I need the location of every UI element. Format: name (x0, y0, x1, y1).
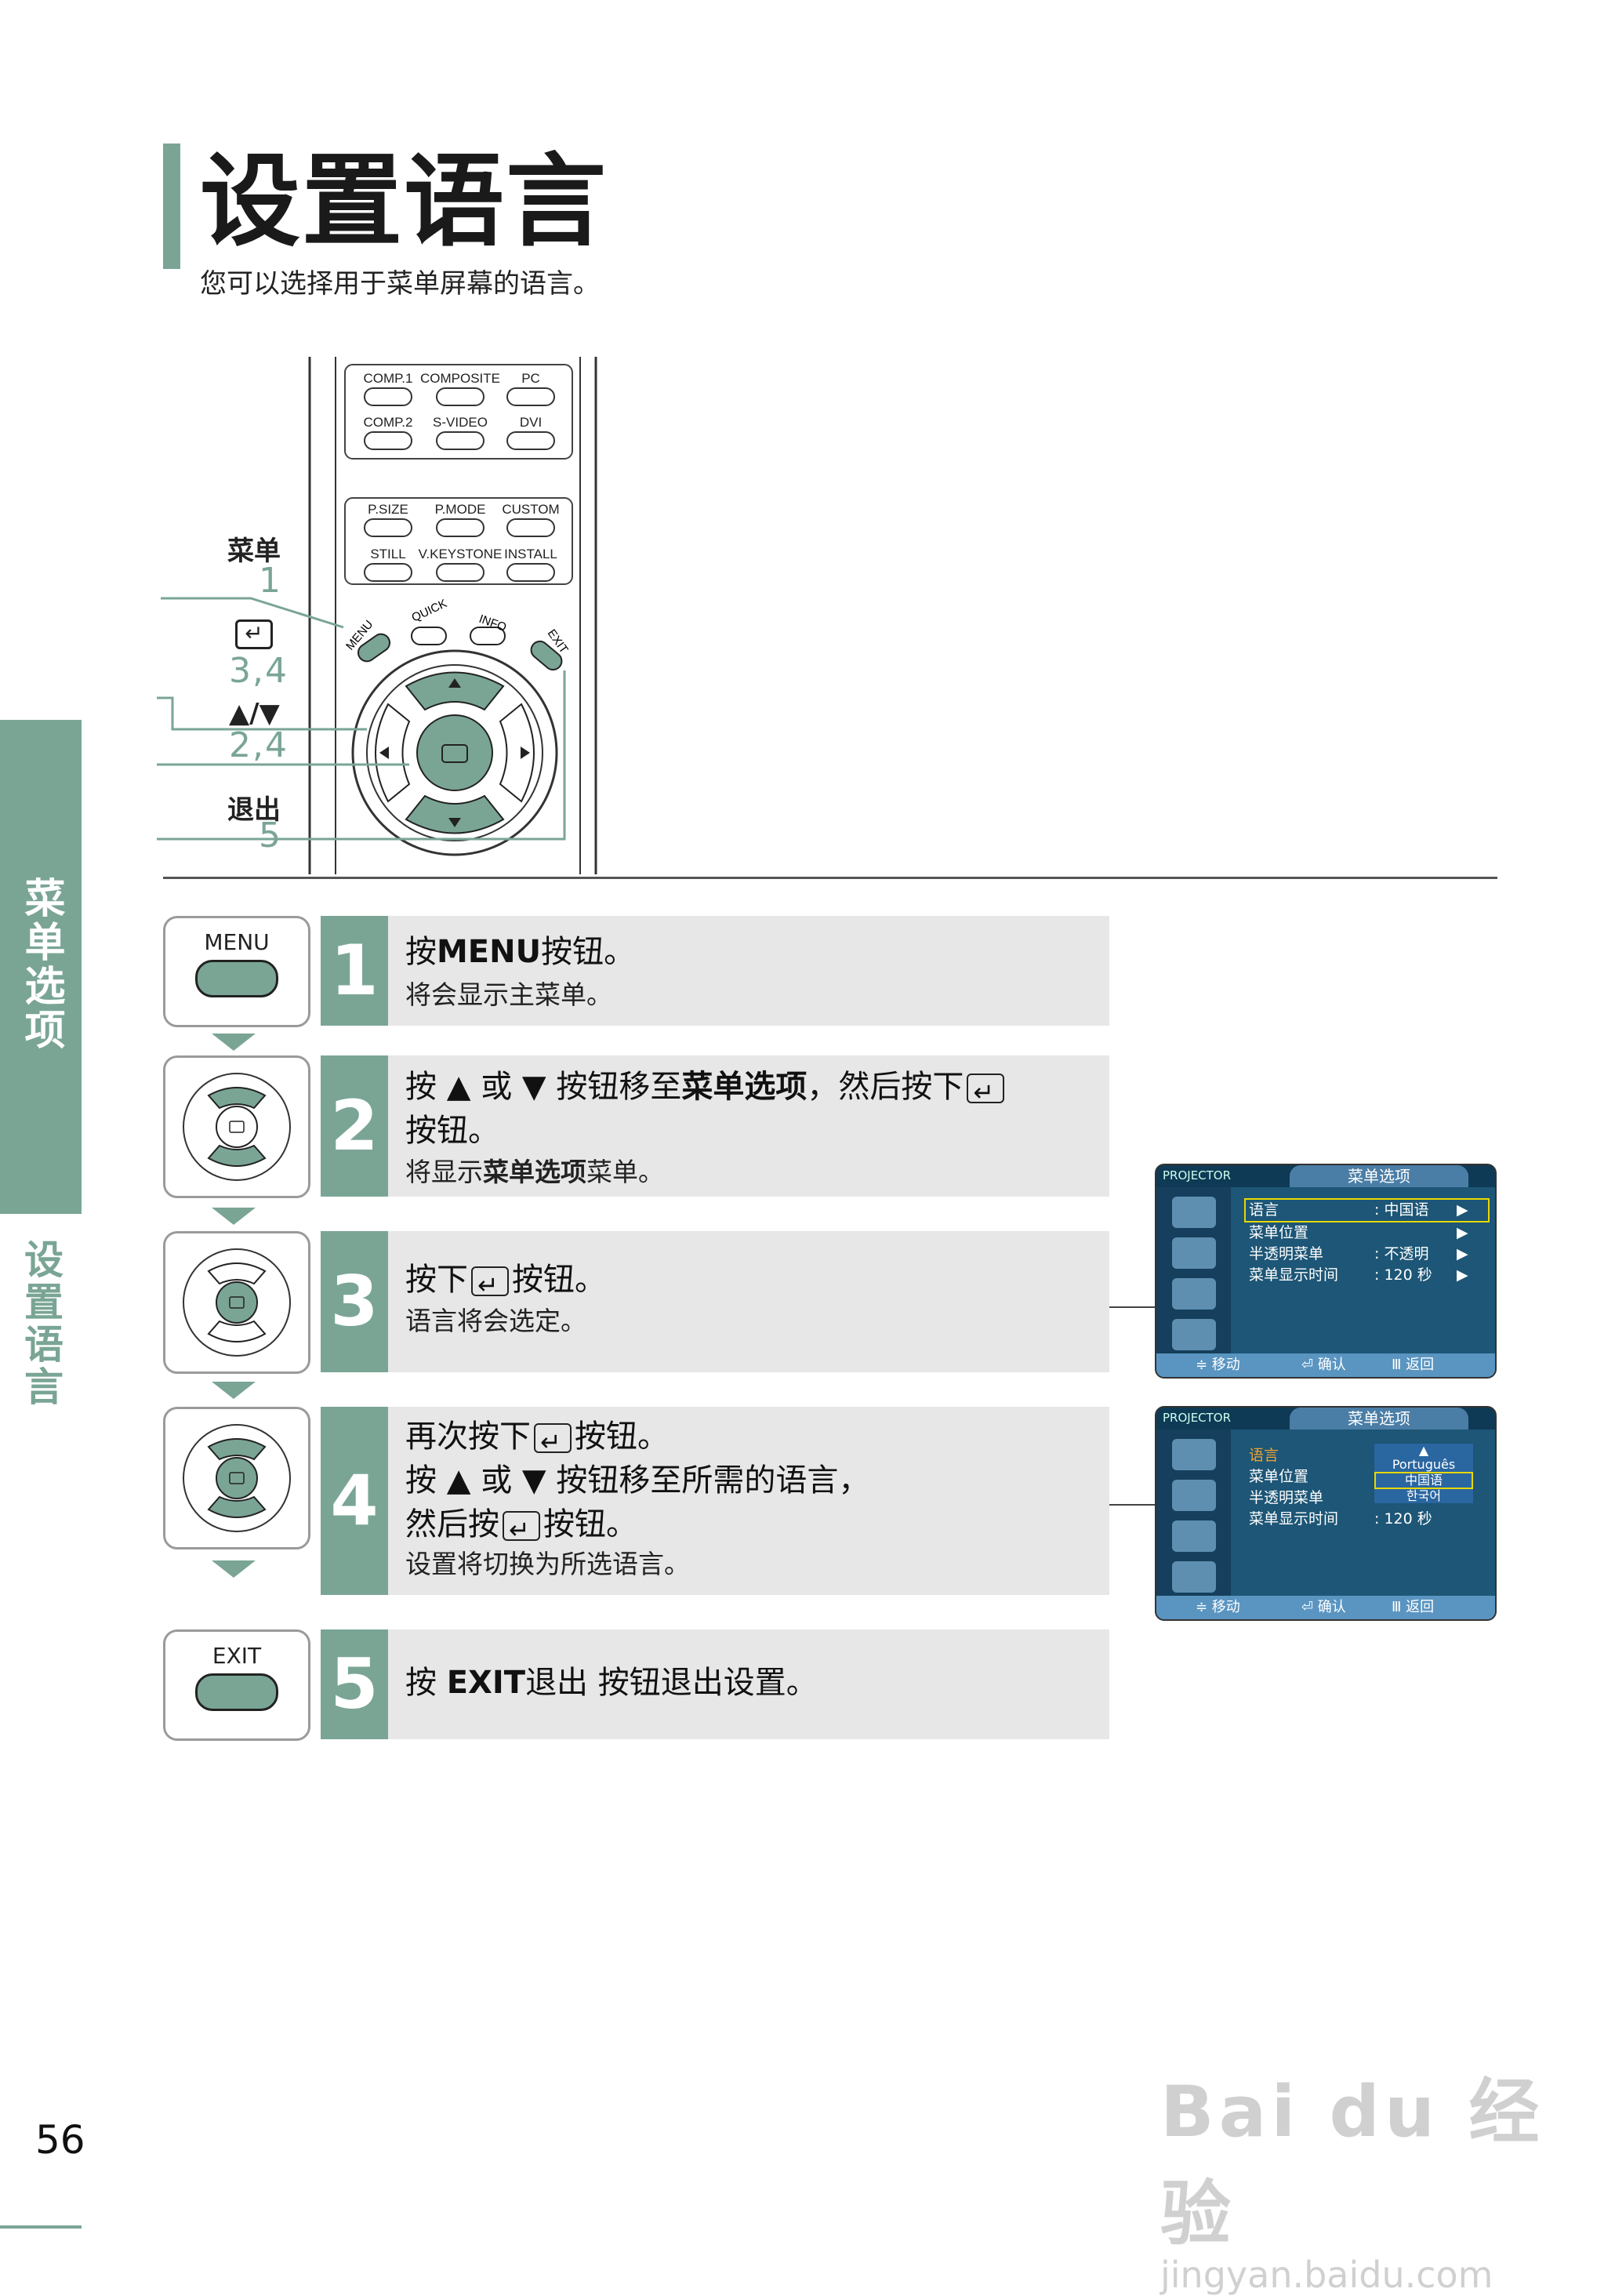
osd-screen-1: PROJECTOR 菜单选项 语言: 中国语▶ 菜单位置▶ 半透明菜单: 不透明▶… (1155, 1164, 1497, 1379)
osd-rows: 语言: 中国语▶ 菜单位置▶ 半透明菜单: 不透明▶ 菜单显示时间: 120 秒… (1244, 1198, 1490, 1286)
step1-body: 按MENU按钮。 将会显示主菜单。 (388, 916, 1109, 1026)
remote-dpad (351, 649, 558, 856)
menu-key-icon (195, 960, 278, 997)
exit-key-icon (195, 1673, 278, 1711)
callout-exit-num: 5 (259, 816, 282, 856)
osd-row: 菜单位置▶ (1249, 1224, 1468, 1241)
remote-key-label: CUSTOM (502, 502, 559, 517)
remote-source-buttons: COMP.1 COMPOSITE PC COMP.2 S-VIDEO DVI P… (364, 371, 560, 561)
dpad-enter-icon (183, 1248, 291, 1357)
osd-row: 半透明菜单 (1249, 1489, 1324, 1506)
osd-rows: 语言 菜单位置 半透明菜单 菜单显示时间: 120 秒 (1244, 1445, 1432, 1530)
step3-number: 3 (321, 1231, 388, 1372)
remote-key-label: S-VIDEO (433, 415, 488, 430)
osd-row: 菜单显示时间: 120 秒▶ (1249, 1266, 1468, 1284)
dpad-updown-icon (183, 1073, 291, 1181)
step4-number: 4 (321, 1407, 388, 1595)
callout-updown-num: 2,4 (229, 725, 289, 765)
step2-number: 2 (321, 1055, 388, 1197)
remote-illustration: COMP.1 COMPOSITE PC COMP.2 S-VIDEO DVI P… (157, 357, 597, 874)
step4-icon-box (163, 1407, 310, 1549)
section-divider (163, 877, 1497, 879)
menu-key-label: MENU (204, 929, 270, 955)
osd-row: 菜单位置 (1249, 1468, 1309, 1485)
step4-main: 再次按下按钮。按 ▲ 或 ▼ 按钮移至所需的语言，然后按按钮。 (405, 1415, 1109, 1552)
osd-brand: PROJECTOR (1163, 1168, 1232, 1183)
step-arrow-down-icon (212, 1208, 256, 1225)
step2-icon-box (163, 1055, 310, 1198)
step3-sub: 语言将会选定。 (405, 1306, 586, 1336)
connector-line (1109, 1504, 1155, 1506)
page-number-underline (0, 2225, 82, 2229)
osd-screen-2: PROJECTOR 菜单选项 语言 菜单位置 半透明菜单 菜单显示时间: 120 … (1155, 1406, 1497, 1621)
callout-updown-label: ▲/▼ (229, 698, 280, 729)
side-tab-section: 菜单选项 (0, 720, 82, 1214)
page-number: 56 (35, 2117, 85, 2163)
step2-sub: 将显示菜单选项菜单。 (405, 1157, 664, 1187)
step1-icon-box: MENU (163, 916, 310, 1027)
enter-icon (503, 1508, 540, 1552)
remote-key-label: P.MODE (435, 502, 486, 517)
remote-key-label: COMPOSITE (420, 371, 500, 386)
callout-menu-num: 1 (259, 561, 282, 601)
step4-sub: 设置将切换为所选语言。 (405, 1549, 690, 1579)
osd-sidebar (1156, 1430, 1231, 1596)
step1-number: 1 (321, 916, 388, 1026)
remote-key-label: P.SIZE (368, 502, 408, 517)
step1-main: 按MENU按钮。 (405, 934, 636, 970)
enter-icon (471, 1263, 509, 1307)
step5-body: 按 EXIT退出 按钮退出设置。 (388, 1629, 1109, 1739)
side-tab-section-label: 菜单选项 (17, 877, 64, 1052)
step2-body: 按 ▲ 或 ▼ 按钮移至菜单选项，然后按下按钮。 将显示菜单选项菜单。 (388, 1055, 1109, 1197)
step2-main: 按 ▲ 或 ▼ 按钮移至菜单选项，然后按下按钮。 (405, 1065, 1109, 1153)
title-accent-bar (163, 144, 180, 269)
remote-quick-label: QUICK (410, 597, 449, 624)
step1-sub: 将会显示主菜单。 (405, 979, 612, 1010)
step5-main: 按 EXIT退出 按钮退出设置。 (405, 1665, 818, 1701)
step3-body: 按下按钮。 语言将会选定。 (388, 1231, 1109, 1372)
step-arrow-down-icon (212, 1382, 256, 1399)
step5-number: 5 (321, 1629, 388, 1739)
step3-main: 按下按钮。 (405, 1258, 1109, 1307)
page-subtitle: 您可以选择用于菜单屏幕的语言。 (200, 268, 600, 300)
osd-tab-title: 菜单选项 (1290, 1165, 1468, 1187)
osd-language-list: ▲ Português 中国语 한국어 (1374, 1444, 1473, 1503)
step-arrow-down-icon (212, 1034, 256, 1051)
side-tab-topic: 设置语言 (0, 1223, 82, 1427)
remote-key-label: PC (521, 371, 540, 386)
remote-key-label: STILL (370, 547, 405, 561)
enter-icon (967, 1070, 1005, 1114)
remote-key-label: COMP.1 (364, 371, 413, 386)
step-arrow-down-icon (212, 1560, 256, 1578)
osd-brand: PROJECTOR (1163, 1411, 1232, 1425)
osd-tab-title: 菜单选项 (1290, 1408, 1468, 1430)
callout-menu-label: 菜单 (227, 536, 281, 567)
osd-row: 半透明菜单: 不透明▶ (1249, 1245, 1468, 1262)
remote-key-label: V.KEYSTONE (419, 547, 503, 561)
remote-key-label: DVI (520, 415, 542, 430)
watermark: Bai du 经验 jingyan.baidu.com (1160, 2054, 1615, 2296)
step3-icon-box (163, 1231, 310, 1374)
watermark-url: jingyan.baidu.com (1160, 2254, 1493, 2296)
callout-enter-num: 3,4 (229, 651, 289, 691)
exit-key-label: EXIT (212, 1643, 262, 1669)
enter-icon (534, 1420, 572, 1464)
callout-exit-label: 退出 (227, 794, 281, 826)
watermark-logo-text: Bai du 经验 (1160, 2071, 1544, 2255)
step5-icon-box: EXIT (163, 1629, 310, 1741)
page-title: 设置语言 (200, 144, 608, 260)
osd-row: 菜单显示时间: 120 秒 (1249, 1510, 1432, 1528)
remote-key-label: INSTALL (504, 547, 557, 561)
step4-body: 再次按下按钮。按 ▲ 或 ▼ 按钮移至所需的语言，然后按按钮。 设置将切换为所选… (388, 1407, 1109, 1595)
enter-icon: ↵ (235, 619, 273, 649)
osd-row-selected: 语言: 中国语▶ (1244, 1198, 1490, 1222)
dpad-all-icon (183, 1424, 291, 1532)
side-tab-topic-label: 设置语言 (18, 1239, 64, 1408)
connector-line (1109, 1306, 1155, 1308)
osd-row-active: 语言 (1249, 1447, 1279, 1464)
remote-key-label: COMP.2 (364, 415, 413, 430)
osd-sidebar (1156, 1187, 1231, 1353)
